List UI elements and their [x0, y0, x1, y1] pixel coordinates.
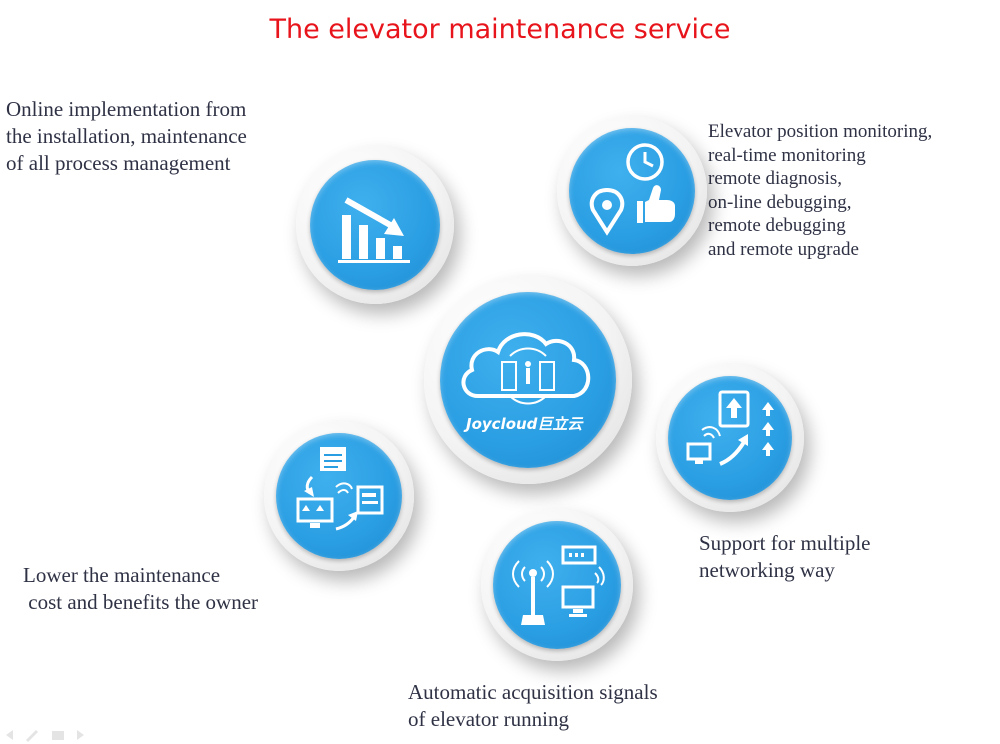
- process-management-circle: [296, 146, 454, 304]
- upload-arrows-icon: [668, 376, 792, 500]
- networking-circle: [656, 364, 804, 512]
- caption-networking: Support for multiple networking way: [699, 531, 871, 582]
- page-title: The elevator maintenance service: [269, 14, 731, 45]
- signal-acquisition-circle: [481, 509, 633, 661]
- declining-bar-chart-icon: [310, 160, 440, 290]
- clock-location-thumbs-up-icon: [569, 128, 695, 254]
- joycloud-center-circle: Joycloud巨立云: [424, 276, 632, 484]
- caption-remote-monitoring: Elevator position monitoring, real-time …: [708, 121, 933, 260]
- joycloud-brand-label: Joycloud巨立云: [466, 415, 583, 433]
- cloud-elevator-icon: Joycloud巨立云: [440, 292, 616, 468]
- maintenance-cost-circle: [264, 421, 414, 571]
- caption-process-management: Online implementation from the installat…: [6, 97, 247, 175]
- remote-monitoring-circle: [557, 116, 707, 266]
- slideshow-nav-icons[interactable]: [4, 728, 94, 742]
- document-transfer-icon: [276, 433, 402, 559]
- antenna-monitor-icon: [493, 521, 621, 649]
- caption-signal-acquisition: Automatic acquisition signals of elevato…: [408, 680, 658, 731]
- caption-maintenance-cost: Lower the maintenance cost and benefits …: [23, 563, 259, 614]
